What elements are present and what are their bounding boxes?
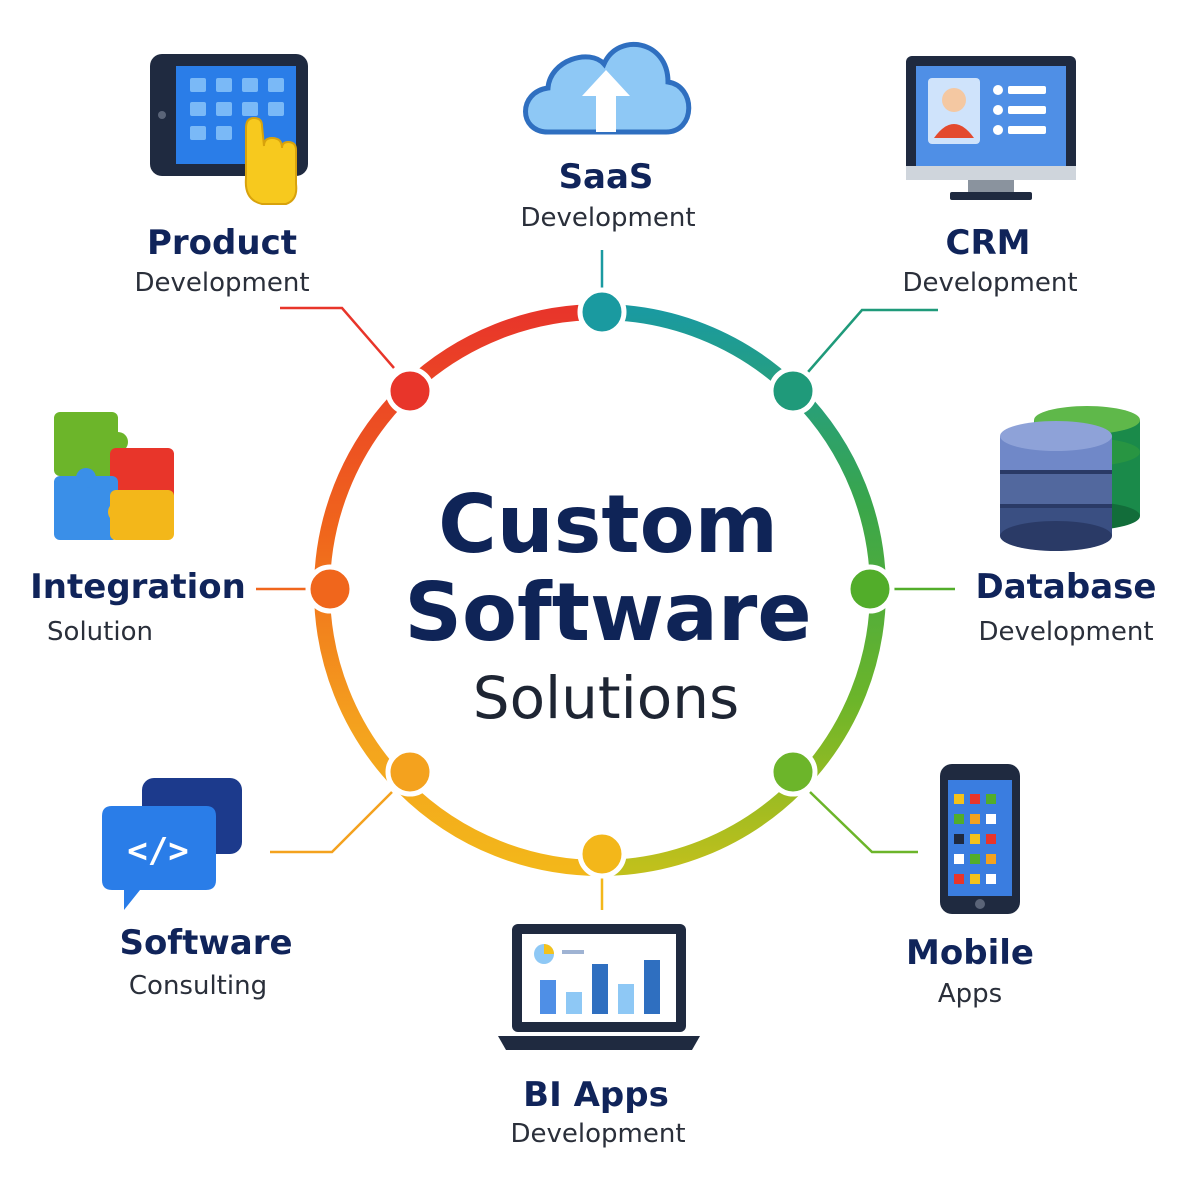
label-product-subtitle: Development bbox=[134, 268, 309, 298]
node-mobile bbox=[768, 747, 818, 797]
node-bi bbox=[577, 829, 627, 879]
label-database-title: Database bbox=[976, 567, 1157, 607]
center-title-line1: Custom bbox=[438, 478, 778, 571]
label-mobile: Mobile Apps bbox=[906, 933, 1034, 1009]
label-bi: BI Apps Development bbox=[510, 1075, 685, 1149]
node-product bbox=[385, 366, 435, 416]
connector-consulting bbox=[270, 791, 393, 854]
label-bi-title: BI Apps bbox=[523, 1075, 669, 1115]
tablet-touch-icon bbox=[150, 54, 308, 205]
puzzle-icon bbox=[54, 412, 174, 540]
ring-nodes bbox=[305, 287, 895, 879]
label-integration: Integration Solution bbox=[30, 567, 246, 647]
node-consulting bbox=[385, 747, 435, 797]
cloud-upload-icon bbox=[523, 41, 692, 135]
laptop-chart-icon bbox=[498, 924, 700, 1050]
label-mobile-title: Mobile bbox=[906, 933, 1034, 973]
label-consulting-subtitle: Consulting bbox=[129, 971, 267, 1001]
connectors bbox=[256, 250, 955, 910]
label-consulting-title: Software bbox=[119, 923, 292, 963]
label-integration-subtitle: Solution bbox=[47, 617, 153, 647]
label-integration-title: Integration bbox=[30, 567, 246, 607]
label-product: Product Development bbox=[134, 223, 309, 298]
label-crm-title: CRM bbox=[946, 223, 1031, 263]
database-icon bbox=[1000, 406, 1140, 551]
label-saas: SaaS Development bbox=[520, 157, 695, 233]
label-crm: CRM Development bbox=[902, 223, 1077, 298]
label-database-subtitle: Development bbox=[978, 617, 1153, 647]
crm-monitor-icon bbox=[906, 56, 1076, 200]
label-bi-subtitle: Development bbox=[510, 1119, 685, 1149]
center-title-line3: Solutions bbox=[473, 664, 740, 732]
node-crm bbox=[768, 366, 818, 416]
connector-product bbox=[280, 306, 395, 369]
center-title-line2: Software bbox=[404, 566, 811, 659]
label-saas-subtitle: Development bbox=[520, 203, 695, 233]
connector-crm bbox=[807, 308, 938, 373]
node-integration bbox=[305, 564, 355, 614]
code-chat-icon: </> bbox=[102, 778, 242, 910]
node-saas bbox=[577, 287, 627, 337]
label-crm-subtitle: Development bbox=[902, 268, 1077, 298]
label-saas-title: SaaS bbox=[559, 157, 654, 197]
svg-text:</>: </> bbox=[127, 831, 188, 871]
label-consulting: Software Consulting bbox=[119, 923, 292, 1001]
connector-mobile bbox=[809, 791, 918, 854]
center-title: Custom Software Solutions bbox=[404, 478, 811, 732]
label-database: Database Development bbox=[976, 567, 1157, 647]
label-product-title: Product bbox=[147, 223, 297, 263]
smartphone-icon bbox=[940, 764, 1020, 914]
node-database bbox=[845, 564, 895, 614]
label-mobile-subtitle: Apps bbox=[938, 979, 1002, 1009]
